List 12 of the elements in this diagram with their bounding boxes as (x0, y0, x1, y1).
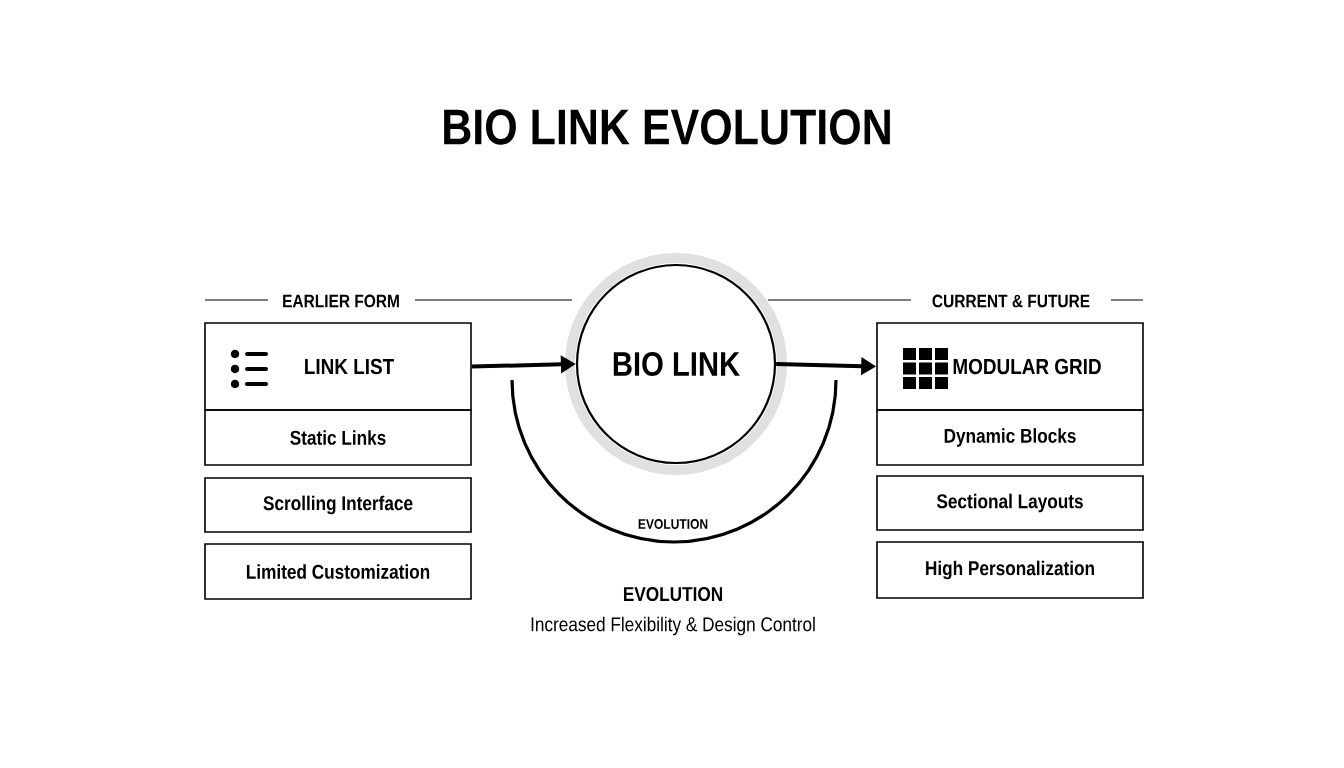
text-box: Limited Customization (204, 543, 472, 600)
text-box: High Personalization (876, 541, 1144, 599)
text-box: Static Links (204, 409, 472, 466)
text-box: MODULAR GRID (876, 322, 1144, 411)
text-box: LINK LIST (204, 322, 472, 411)
text-box: Sectional Layouts (876, 475, 1144, 531)
caption-text: Increased Flexibility & Design Control (531, 616, 815, 636)
text-box: Scrolling Interface (204, 477, 472, 533)
text-box: Dynamic Blocks (876, 409, 1144, 466)
title: BIO LINK EVOLUTION (444, 109, 890, 145)
caption-heading: EVOLUTION (624, 586, 723, 602)
arc-label: EVOLUTION (638, 519, 708, 529)
